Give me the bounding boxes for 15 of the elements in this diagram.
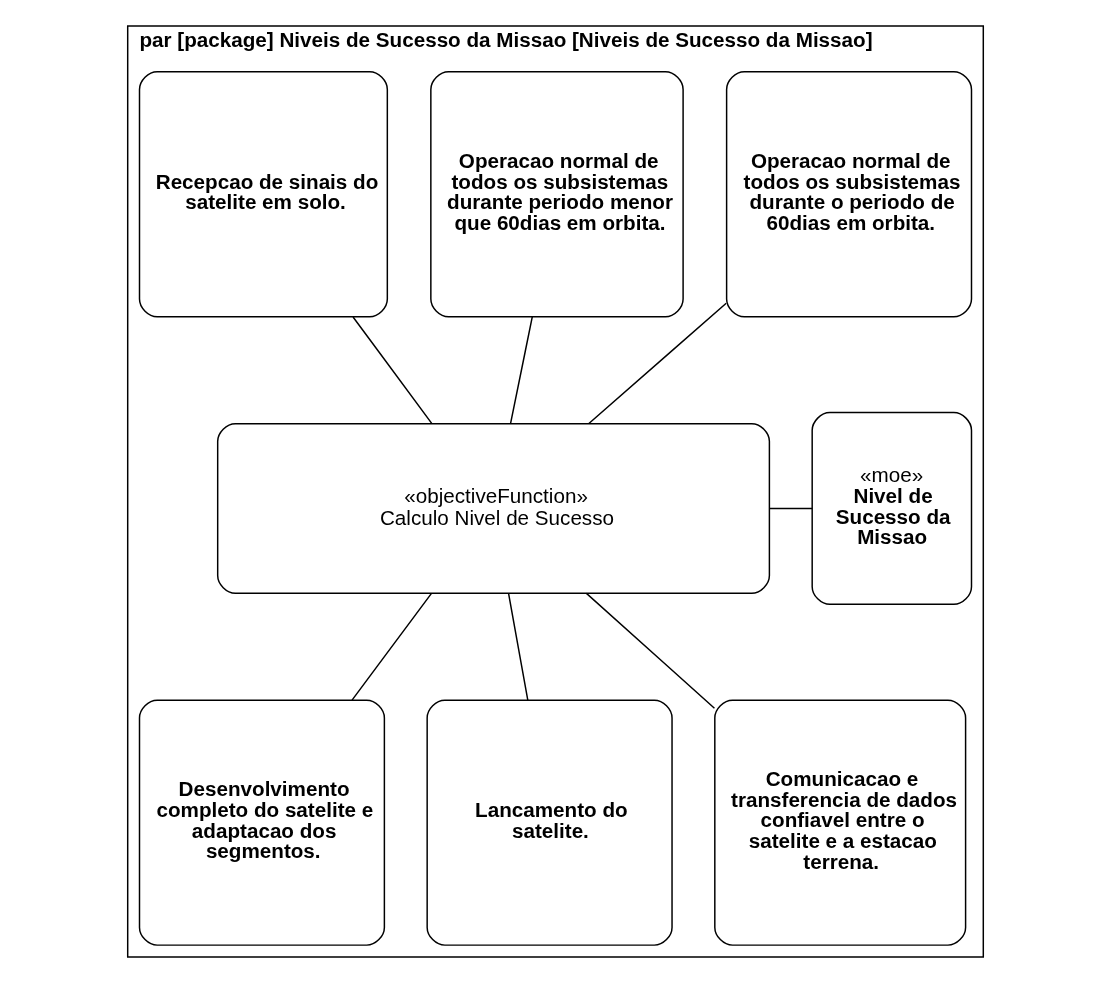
node-box: «objectiveFunction» Calculo Nivel de Sucesso	[216, 422, 770, 595]
connector	[350, 592, 432, 701]
node-box: «moe» Nivel de Sucesso da Missao	[810, 411, 972, 606]
node-box: Operacao normal de todos os subsistemas durante o periodo de 60dias em orbita.	[725, 71, 972, 318]
node-box: Comunicacao e transferencia de dados confiavel entre o satelite e a estacao terrena.	[713, 699, 966, 946]
connector	[509, 316, 533, 425]
node-box: Lancamento do satelite.	[425, 699, 673, 946]
connector	[585, 592, 715, 710]
node-box: Recepcao de sinais do satelite em solo.	[138, 71, 388, 318]
connector	[507, 592, 529, 701]
connector	[587, 302, 727, 425]
connector	[768, 507, 813, 510]
node-box: Desenvolvimento completo do satelite e adaptacao dos segmentos.	[138, 699, 385, 946]
node-box: Operacao normal de todos os subsistemas durante periodo menor que 60dias em orbita.	[429, 71, 684, 318]
connector	[351, 316, 433, 425]
